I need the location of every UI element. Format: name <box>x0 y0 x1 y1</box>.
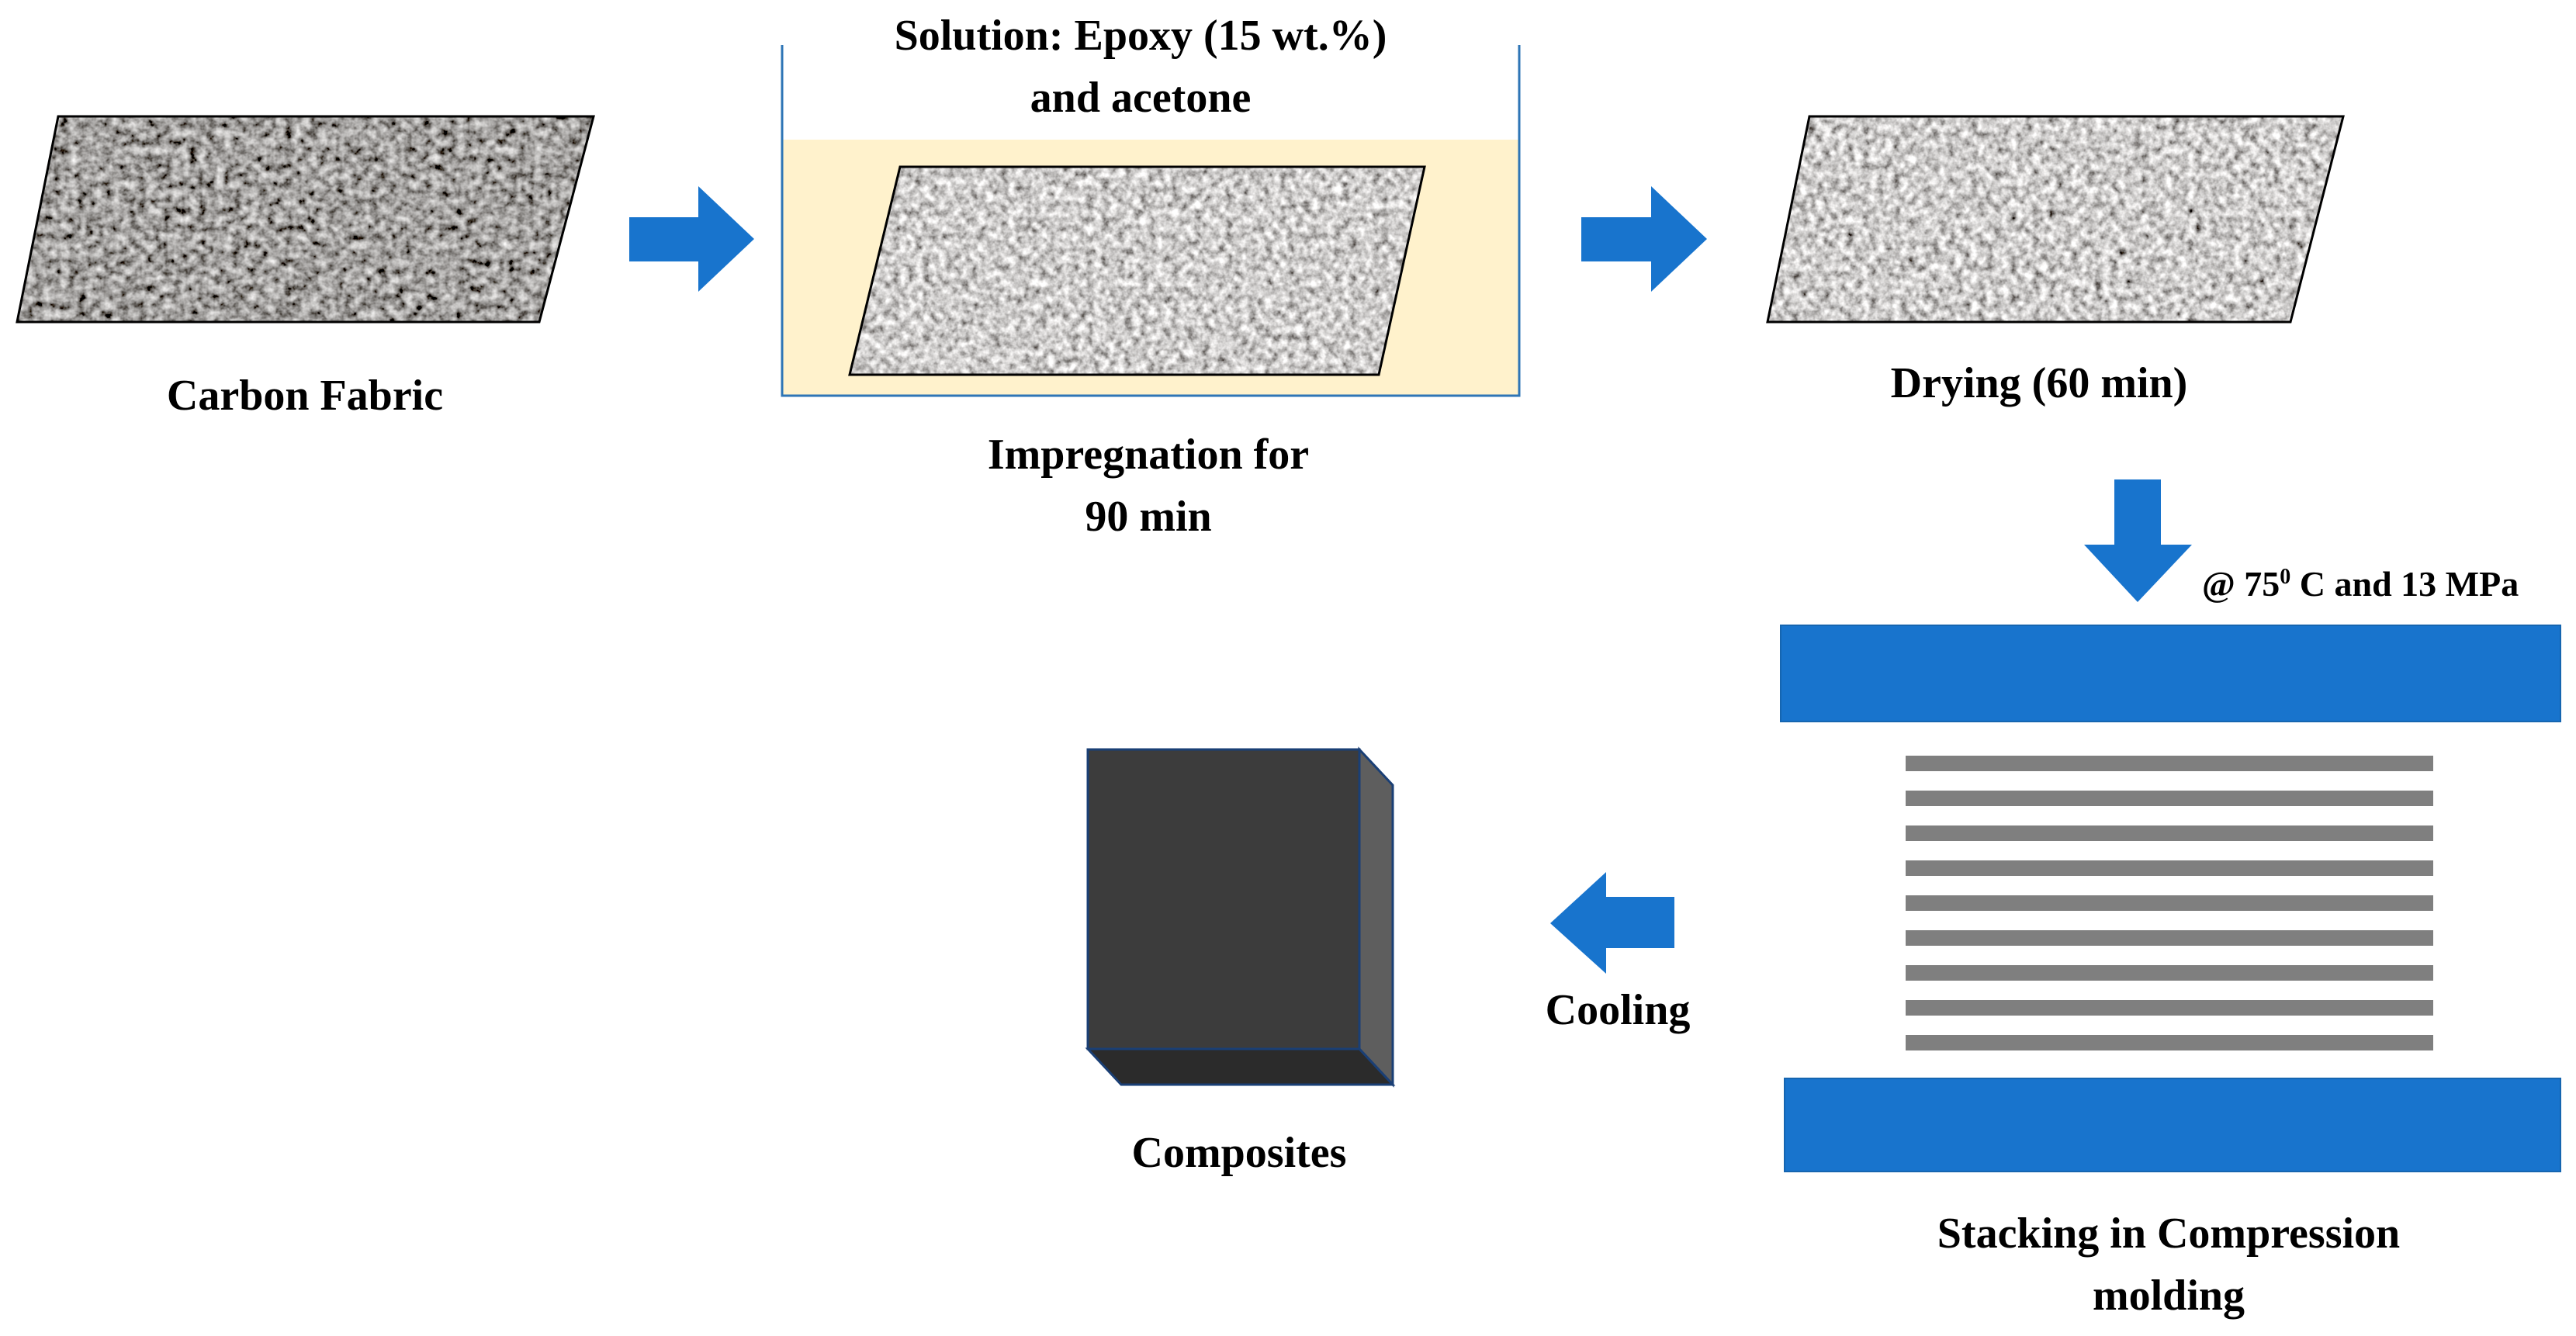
fabric-layer <box>1906 930 2433 946</box>
stacking-label-line2: molding <box>2093 1272 2245 1320</box>
cooling-label: Cooling <box>1546 986 1691 1034</box>
fabric-stack <box>1906 756 2433 1050</box>
fabric-layer <box>1906 791 2433 806</box>
fabric-layer <box>1906 1000 2433 1016</box>
impregnation-label-line2: 90 min <box>1085 493 1211 541</box>
fabric-layer <box>1906 825 2433 841</box>
fabric-layer <box>1906 895 2433 911</box>
pressing-condition-label: @ 750 C and 13 MPa <box>2202 564 2519 604</box>
container-walls <box>781 45 1521 397</box>
fabric-layer <box>1906 1035 2433 1050</box>
stacking-label-line1: Stacking in Compression <box>1937 1210 2400 1258</box>
impregnation-label-line1: Impregnation for <box>988 431 1309 479</box>
carbon-fabric-sheet <box>16 115 595 324</box>
fabric-layer <box>1906 860 2433 876</box>
composite-block-side <box>1358 746 1394 1088</box>
drying-label: Drying (60 min) <box>1891 359 2188 407</box>
fabric-layer <box>1906 965 2433 981</box>
composite-block-bottom <box>1085 1047 1396 1086</box>
arrow-right-icon <box>629 186 754 292</box>
fabric-layer <box>1906 756 2433 771</box>
arrow-right-icon <box>1581 186 1707 292</box>
arrow-down-icon <box>2084 479 2192 602</box>
composite-block-front <box>1086 748 1361 1050</box>
carbon-fabric-label: Carbon Fabric <box>167 372 443 420</box>
composite-block <box>1085 746 1396 1088</box>
composites-label: Composites <box>1132 1129 1347 1177</box>
lower-press-plate <box>1784 1078 2561 1172</box>
dried-fabric-sheet <box>1766 115 2345 324</box>
solution-label-line2: and acetone <box>1030 74 1252 122</box>
upper-press-plate <box>1780 625 2561 722</box>
impregnated-fabric-sheet <box>848 165 1426 376</box>
arrow-left-icon <box>1550 872 1674 974</box>
solution-label-line1: Solution: Epoxy (15 wt.%) <box>895 12 1387 60</box>
